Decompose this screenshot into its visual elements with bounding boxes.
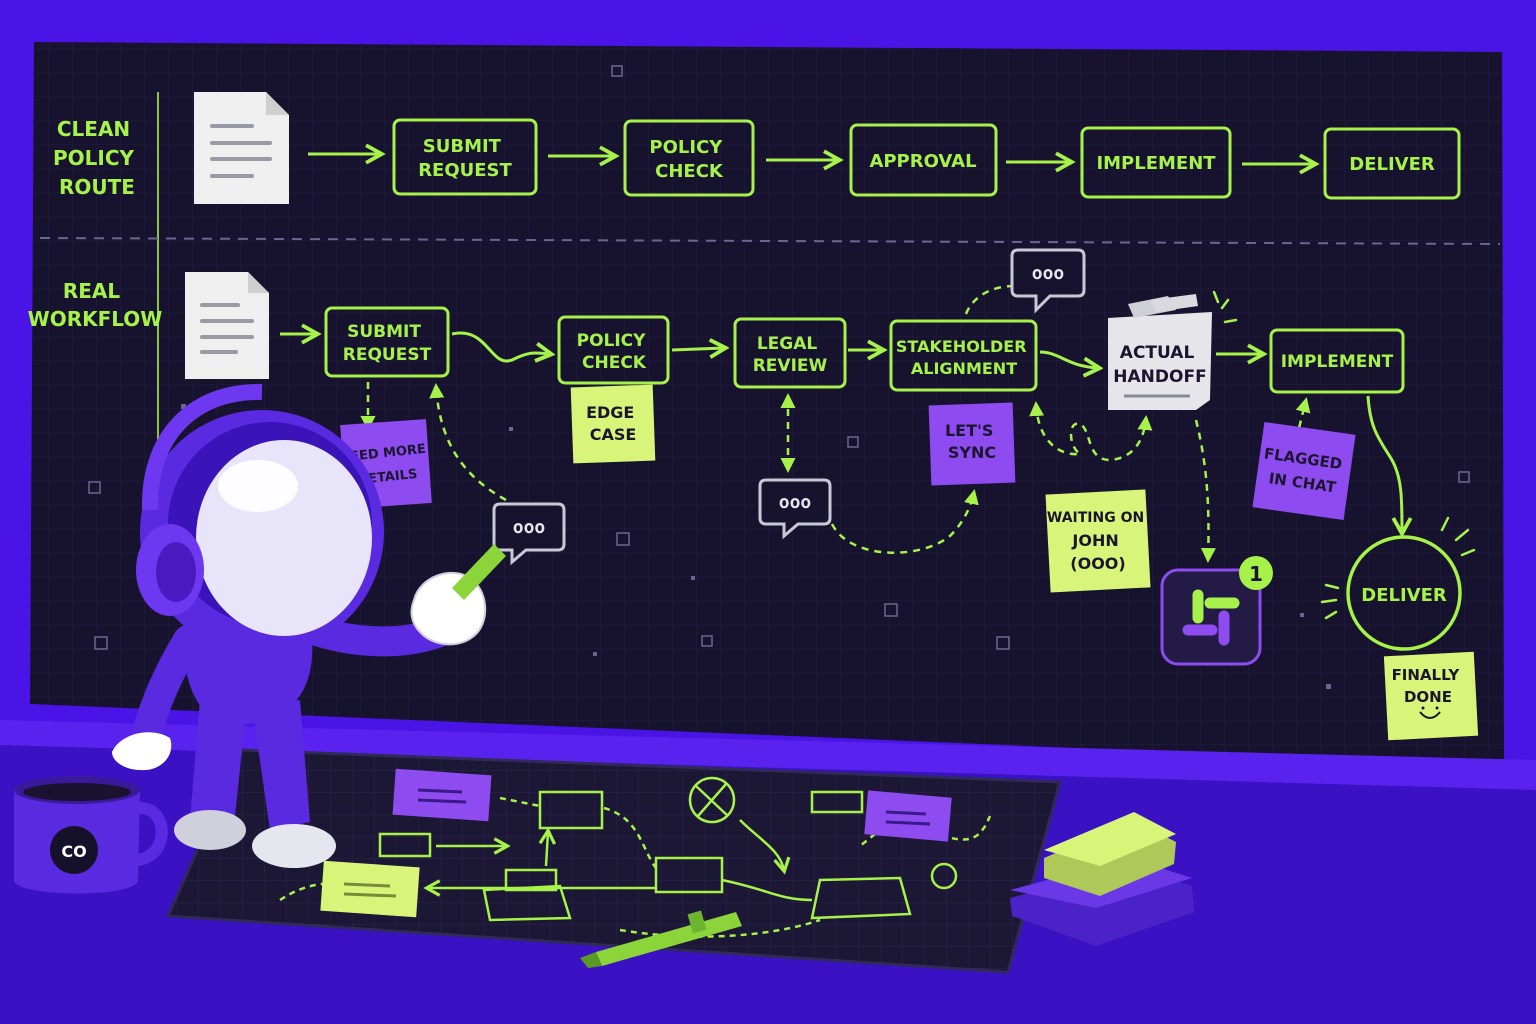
real-step-stakeholder-alignment xyxy=(889,319,1038,392)
marker-icon xyxy=(580,910,742,968)
svg-text:LET'S SYNC: LET'S SYNC xyxy=(945,421,999,462)
svg-text:FINALLY DONE: FINALLY DONE xyxy=(1392,666,1465,706)
clean-step-label: APPROVAL xyxy=(869,151,976,172)
clean-step-label: POLICY CHECK xyxy=(649,137,728,182)
svg-text:ooo: ooo xyxy=(1032,263,1065,284)
sticky-note-waiting-on-john: WAITING ON JOHN (OOO) xyxy=(1045,489,1151,593)
chat-bubble-icon: ooo xyxy=(492,502,566,566)
chat-bubble-icon: ooo xyxy=(758,478,832,540)
document-icon xyxy=(185,272,269,379)
sparkle-lines xyxy=(1212,290,1476,620)
chat-bubble-icon: ooo xyxy=(1010,248,1086,314)
real-step-label: LEGAL REVIEW xyxy=(753,334,828,376)
clean-arrows xyxy=(308,154,1314,164)
sticky-note-flagged-in-chat: FLAGGED IN CHAT xyxy=(1252,422,1356,520)
real-step-label: SUBMIT REQUEST xyxy=(343,322,432,365)
slack-icon xyxy=(1160,568,1262,666)
clean-step-label: IMPLEMENT xyxy=(1096,153,1216,174)
real-row-label: REAL WORKFLOW xyxy=(28,279,163,331)
real-arrows xyxy=(280,333,1402,532)
sticky-note-edge-case: EDGE CASE xyxy=(570,384,656,464)
clean-step-approval xyxy=(849,123,998,197)
astronaut-character xyxy=(112,383,506,868)
real-step-implement xyxy=(1269,328,1405,394)
clean-step-policy-check xyxy=(623,119,755,197)
real-step-label: POLICY CHECK xyxy=(577,331,652,373)
clean-step-submit-request xyxy=(392,118,538,196)
mug-icon: CO xyxy=(14,776,168,894)
clean-step-deliver xyxy=(1323,127,1461,200)
svg-text:CO: CO xyxy=(61,842,86,861)
row-divider xyxy=(39,237,1501,245)
clean-row-label: CLEAN POLICY ROUTE xyxy=(53,117,141,199)
real-step-label: IMPLEMENT xyxy=(1281,352,1394,372)
document-icon xyxy=(194,92,289,204)
real-step-label: DELIVER xyxy=(1361,585,1447,606)
clean-step-label: DELIVER xyxy=(1349,154,1435,175)
real-step-legal-review xyxy=(733,317,847,389)
svg-text:ooo: ooo xyxy=(513,517,546,538)
real-step-policy-check xyxy=(557,315,670,385)
desk-blueprint-mat xyxy=(165,748,1062,974)
notification-badge: 1 xyxy=(1239,556,1273,590)
real-step-label: STAKEHOLDER ALIGNMENT xyxy=(896,337,1032,378)
svg-text:1: 1 xyxy=(1249,562,1263,586)
sticky-note-stack xyxy=(1010,812,1194,946)
clean-step-implement xyxy=(1080,126,1232,199)
sticky-note-finally-done: FINALLY DONE xyxy=(1383,651,1479,741)
clean-step-label: SUBMIT REQUEST xyxy=(418,136,512,181)
sticky-note-lets-sync: LET'S SYNC xyxy=(928,402,1016,486)
real-step-submit-request xyxy=(324,306,450,378)
real-step-actual-handoff xyxy=(1108,294,1212,410)
real-step-label: ACTUAL HANDOFF xyxy=(1113,343,1206,387)
svg-text:ooo: ooo xyxy=(779,492,812,513)
svg-text:WAITING ON JOHN (O: WAITING ON JOHN (OOO) xyxy=(1047,510,1149,573)
svg-text:EDGE CASE: EDGE CASE xyxy=(586,403,640,444)
